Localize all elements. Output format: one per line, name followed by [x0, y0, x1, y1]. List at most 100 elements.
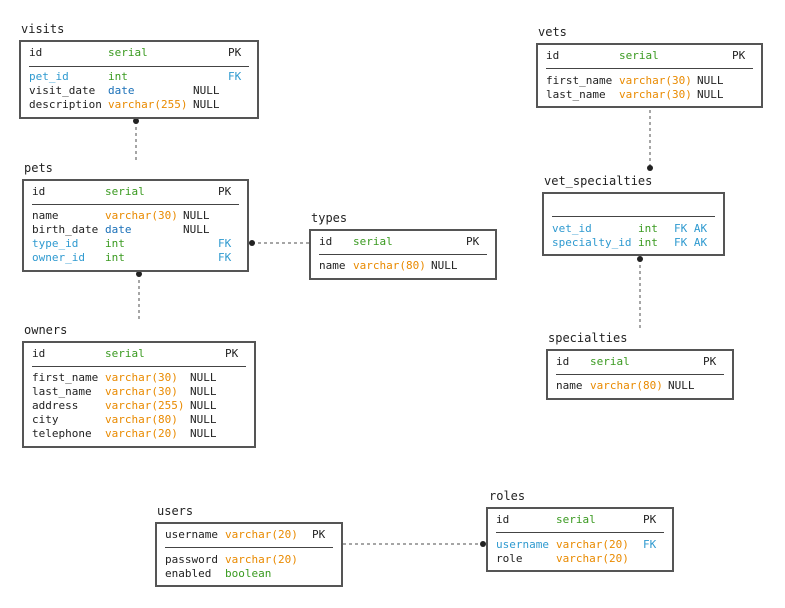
column-name: address [32, 399, 79, 412]
column-name: vet_id [552, 222, 592, 235]
key-badge: FK AK [674, 236, 708, 249]
column-type: varchar(20) [105, 427, 178, 440]
column-type: varchar(255) [105, 399, 185, 412]
table-row: name varchar(80) NULL [556, 379, 726, 393]
table-row: id serial PK [29, 46, 249, 60]
nullable: NULL [183, 223, 210, 236]
table-title-pets: pets [24, 161, 53, 175]
column-name: type_id [32, 237, 79, 250]
column-type: varchar(30) [619, 88, 692, 101]
table-title-users: users [157, 504, 194, 518]
table-row: city varchar(80) NULL [32, 413, 248, 427]
nullable: NULL [190, 413, 217, 426]
table-row: pet_id int FK [29, 70, 249, 84]
table-title-vets: vets [538, 25, 567, 39]
column-name: last_name [546, 88, 606, 101]
column-type: varchar(30) [105, 371, 178, 384]
table-row: id serial PK [496, 513, 668, 527]
key-badge: FK [218, 237, 232, 250]
column-name: name [32, 209, 59, 222]
rel-pets-owners-dot [136, 271, 142, 277]
divider [32, 366, 246, 367]
divider [29, 66, 249, 67]
column-type: serial [108, 46, 148, 59]
divider [32, 204, 239, 205]
column-name: specialty_id [552, 236, 632, 249]
divider [319, 254, 487, 255]
divider [556, 374, 724, 375]
table-row: id serial PK [556, 355, 726, 369]
table-owners: id serial PK first_name varchar(30) NULL… [22, 341, 256, 448]
column-name: password [165, 553, 218, 566]
table-row: name varchar(80) NULL [319, 259, 489, 273]
column-type: int [108, 70, 128, 83]
column-type: varchar(30) [619, 74, 692, 87]
table-users: username varchar(20) PK password varchar… [155, 522, 343, 587]
table-specialties: id serial PK name varchar(80) NULL [546, 349, 734, 400]
table-row: specialty_id int FK AK [552, 236, 718, 250]
nullable: NULL [183, 209, 210, 222]
rel-visits-pets-dot [133, 118, 139, 124]
table-visits: id serial PK pet_id int FK visit_date da… [19, 40, 259, 119]
table-title-types: types [311, 211, 348, 225]
column-type: varchar(255) [108, 98, 188, 111]
column-type: serial [556, 513, 596, 526]
table-title-roles: roles [489, 489, 526, 503]
column-type: varchar(20) [225, 528, 298, 541]
column-name: birth_date [32, 223, 99, 236]
table-row: visit_date date NULL [29, 84, 249, 98]
column-type: varchar(20) [556, 552, 629, 565]
table-title-vet-specialties: vet_specialties [544, 174, 653, 188]
rel-vets-vetspecialties-dot [647, 165, 653, 171]
column-type: varchar(80) [105, 413, 178, 426]
column-name: id [32, 347, 46, 360]
table-row: id serial PK [319, 235, 489, 249]
key-badge: PK [228, 46, 242, 59]
column-type: serial [590, 355, 630, 368]
divider [165, 547, 333, 548]
rel-users-roles-dot [480, 541, 486, 547]
column-name: description [29, 98, 102, 111]
key-badge: FK [218, 251, 232, 264]
column-type: serial [619, 49, 659, 62]
column-name: telephone [32, 427, 92, 440]
nullable: NULL [190, 427, 217, 440]
table-row: telephone varchar(20) NULL [32, 427, 248, 441]
table-title-visits: visits [21, 22, 65, 36]
table-row: description varchar(255) NULL [29, 98, 249, 112]
table-vets: id serial PK first_name varchar(30) NULL… [536, 43, 763, 108]
table-row: id serial PK [546, 49, 756, 63]
column-type: int [638, 222, 658, 235]
rel-vetspecialties-specialties-dot [637, 256, 643, 262]
table-pets: id serial PK name varchar(30) NULL birth… [22, 179, 249, 272]
column-name: city [32, 413, 59, 426]
column-name: pet_id [29, 70, 69, 83]
nullable: NULL [431, 259, 458, 272]
column-name: id [546, 49, 560, 62]
table-row: last_name varchar(30) NULL [546, 88, 756, 102]
column-name: id [556, 355, 570, 368]
table-roles: id serial PK username varchar(20) FK rol… [486, 507, 674, 572]
column-name: name [556, 379, 583, 392]
table-title-specialties: specialties [548, 331, 628, 345]
column-name: visit_date [29, 84, 96, 97]
column-type: varchar(30) [105, 385, 178, 398]
column-name: id [496, 513, 510, 526]
divider [496, 532, 664, 533]
column-name: enabled [165, 567, 212, 580]
table-row: birth_date date NULL [32, 223, 242, 237]
key-badge: PK [732, 49, 746, 62]
column-type: int [638, 236, 658, 249]
column-type: varchar(20) [225, 553, 298, 566]
table-row: name varchar(30) NULL [32, 209, 242, 223]
table-title-owners: owners [24, 323, 68, 337]
column-name: name [319, 259, 346, 272]
column-type: boolean [225, 567, 272, 580]
column-name: first_name [32, 371, 99, 384]
table-row: address varchar(255) NULL [32, 399, 248, 413]
column-name: last_name [32, 385, 92, 398]
column-name: id [319, 235, 333, 248]
column-type: int [105, 251, 125, 264]
key-badge: PK [225, 347, 239, 360]
